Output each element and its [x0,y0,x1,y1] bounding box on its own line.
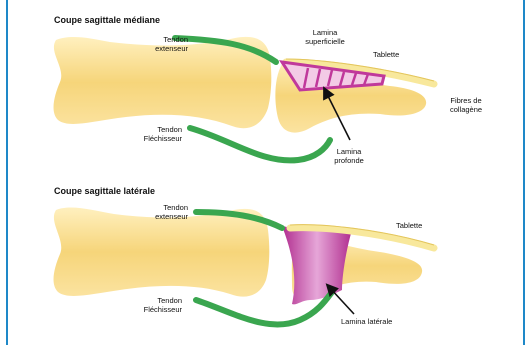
median-flexor-tendon [190,128,330,160]
lateral-tablette-label: Tablette [396,221,422,230]
lateral-lamina-laterale-label: Lamina latérale [341,317,392,326]
lateral-section [54,207,434,324]
median-title: Coupe sagittale médiane [54,15,160,25]
median-tablette-label: Tablette [373,50,399,59]
lateral-arrow [330,288,354,314]
lateral-title: Coupe sagittale latérale [54,186,155,196]
